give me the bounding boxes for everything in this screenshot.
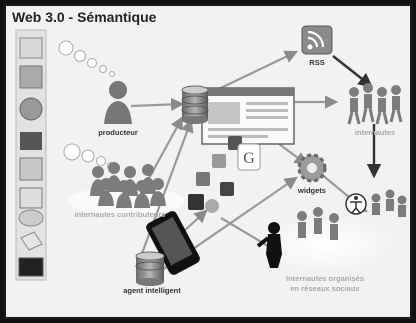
rss-icon (301, 25, 333, 55)
internautes-label: internautes (354, 128, 396, 137)
network-group-right (371, 189, 407, 217)
producer-person (104, 81, 132, 124)
thought-bubbles (58, 40, 115, 170)
internautes-group (347, 83, 403, 125)
delicious-icon (220, 182, 234, 196)
screen-icon (18, 257, 44, 277)
reseaux-label-line1: Internautes organisés (286, 274, 364, 283)
gear-icon (297, 153, 327, 183)
social-icons: G (188, 136, 261, 213)
agent-intelligent-label: agent intelligent (123, 286, 181, 295)
svg-text:G: G (243, 150, 255, 167)
myspace-icon (196, 172, 210, 186)
disc-icon (19, 97, 43, 121)
rss-label: RSS (309, 58, 325, 67)
speech-bubble-icon (18, 209, 44, 227)
rss-small-icon (205, 199, 219, 213)
film-icon (20, 132, 42, 150)
webpage-icon (201, 87, 295, 145)
document-icon (19, 157, 43, 181)
diagram-canvas: G (15, 25, 407, 286)
producteur-label: producteur (98, 128, 138, 137)
facebook-icon (188, 194, 204, 210)
photo-icon (19, 65, 43, 89)
tag-icon (20, 231, 43, 251)
database-icon (181, 85, 209, 124)
diagram-frame: Web 3.0 - Sémantique (4, 4, 412, 319)
diagram-title: Web 3.0 - Sémantique (12, 9, 157, 25)
widgets-label: widgets (298, 186, 326, 195)
agent-database-icon (135, 251, 165, 286)
monitor-icon (19, 37, 43, 59)
social-network-people (256, 207, 339, 268)
accessibility-icon (345, 193, 367, 215)
google-icon (237, 143, 261, 171)
media-sidebar (15, 29, 47, 281)
gallery-icon (19, 187, 43, 209)
smartphone-icon (146, 211, 200, 275)
internautes-contributeurs-label: internautes contributeurs (74, 210, 166, 219)
contributors-crowd (90, 162, 166, 208)
twitter-icon (212, 154, 226, 168)
reseaux-label-line2: en réseaux sociaux (290, 284, 360, 293)
